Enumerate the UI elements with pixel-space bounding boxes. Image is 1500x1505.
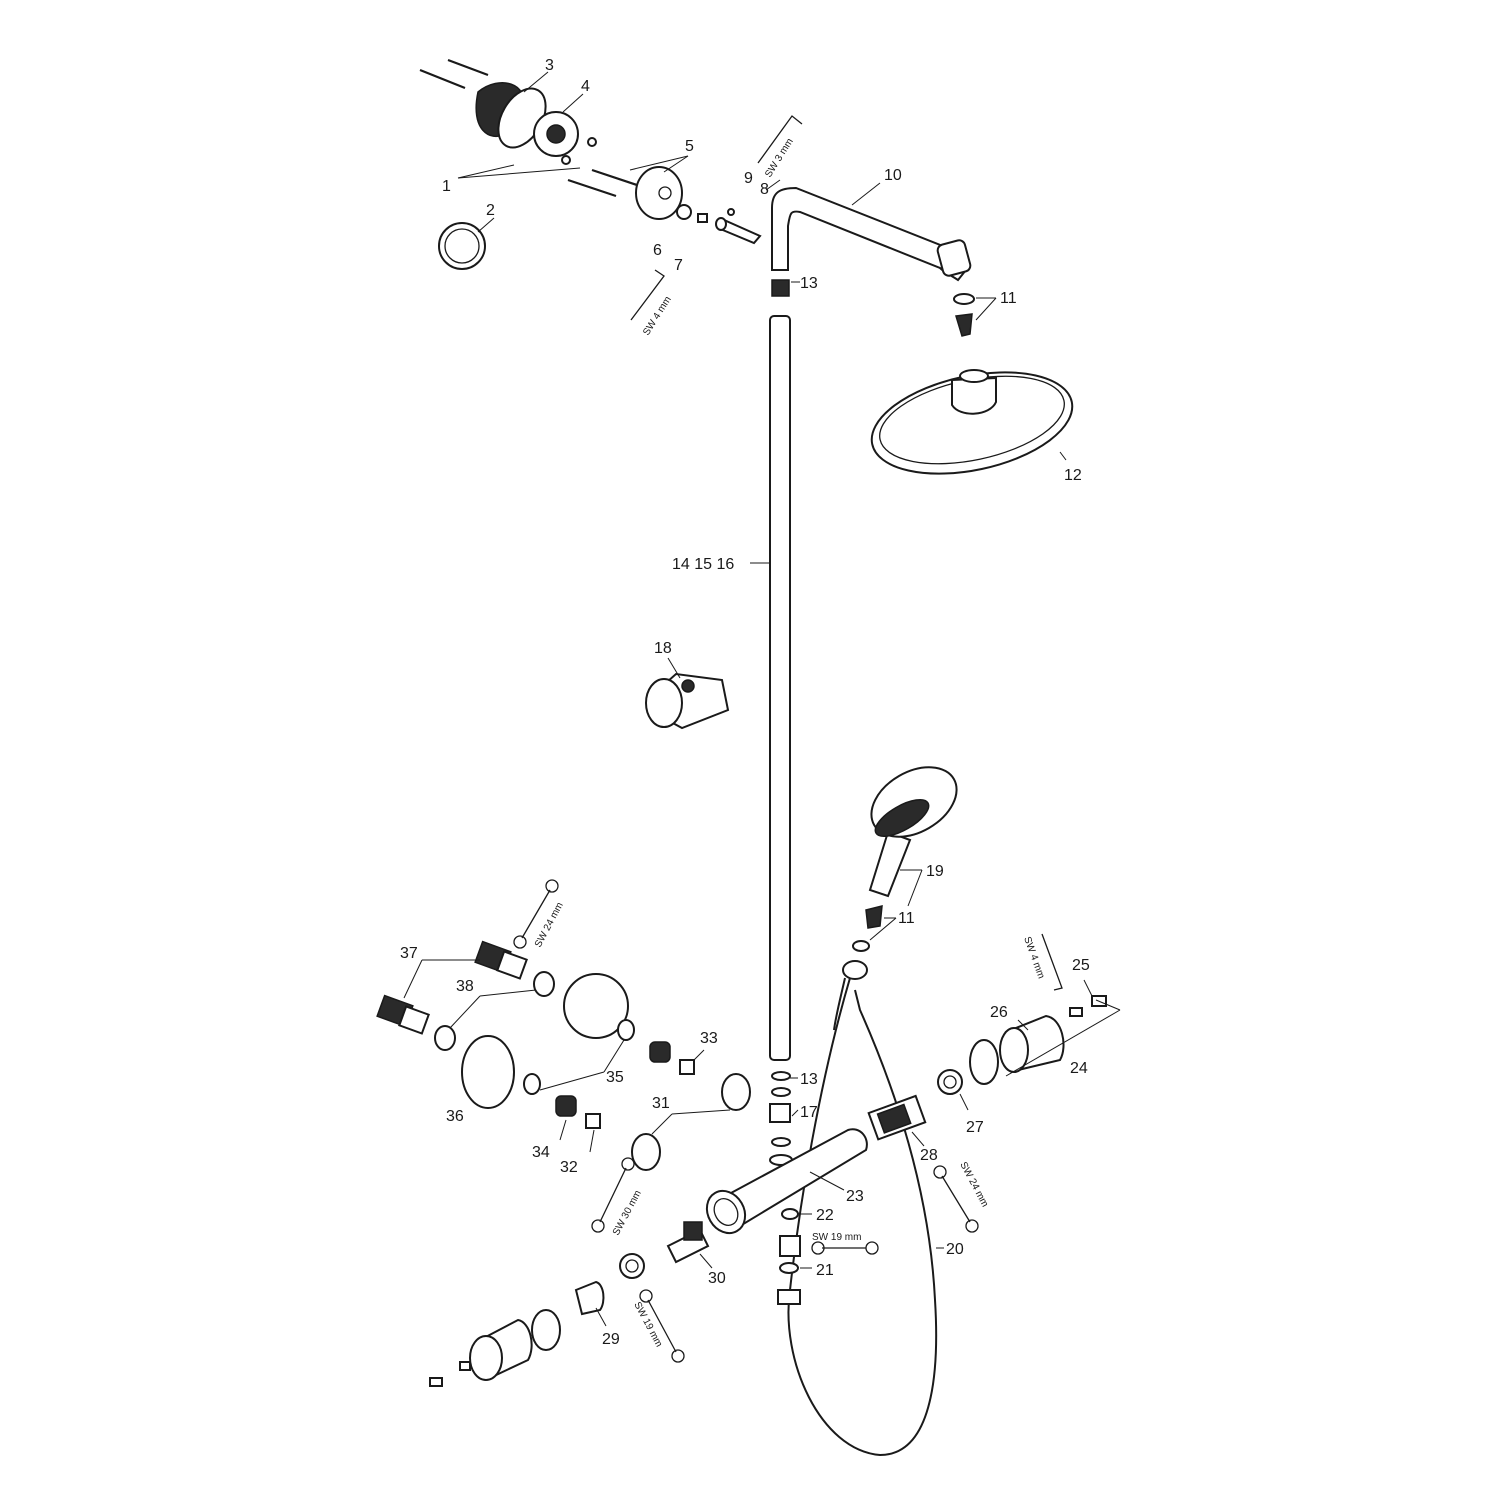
connector-11-hand [852, 905, 883, 952]
wrench-sw24-left [513, 879, 559, 949]
stop-valve-30 [666, 1221, 710, 1264]
riser-pipe-14-15-16 [769, 315, 791, 1061]
callout-29: 29 [602, 1331, 620, 1348]
callout-12: 12 [1064, 467, 1082, 484]
wall-mount-screws [419, 58, 641, 198]
union-nut-31 [631, 1073, 751, 1171]
handle-29 [429, 1280, 605, 1387]
callout-13-bottom: 13 [800, 1071, 818, 1088]
callout-2: 2 [486, 202, 495, 219]
overhead-shower-12 [870, 369, 1074, 475]
callout-38: 38 [456, 978, 474, 995]
callout-11-hand: 11 [898, 910, 915, 927]
callout-36: 36 [446, 1108, 464, 1125]
callout-7: 7 [674, 257, 683, 274]
callout-9: 9 [744, 170, 753, 187]
callout-31: 31 [652, 1095, 670, 1112]
callout-26: 26 [990, 1004, 1008, 1021]
thermostat-body-23 [705, 1128, 868, 1235]
shower-hose-20 [787, 960, 938, 1457]
hand-shower-19 [868, 766, 958, 898]
washer-35 [523, 1019, 635, 1095]
nut-27 [937, 1069, 963, 1095]
callout-17: 17 [800, 1104, 818, 1121]
o-ring-22 [781, 1208, 799, 1220]
tool-label-sw4-top: SW 4 mm [641, 295, 674, 338]
connector-11-top [953, 293, 975, 337]
callout-13-top: 13 [800, 275, 818, 292]
callout-18: 18 [654, 640, 672, 657]
adapter-38 [434, 971, 555, 1051]
callout-5: 5 [685, 138, 694, 155]
callout-24: 24 [1070, 1060, 1088, 1077]
callout-30: 30 [708, 1270, 726, 1287]
tool-label-sw24-right: SW 24 mm [957, 1160, 990, 1209]
nipple-21 [777, 1235, 801, 1305]
callout-1: 1 [442, 178, 451, 195]
callout-28: 28 [920, 1147, 938, 1164]
screw-25 [1069, 995, 1107, 1017]
callout-25: 25 [1072, 957, 1090, 974]
eccentric-37 [376, 940, 528, 1035]
tool-label-sw4-right: SW 4 mm [1021, 935, 1046, 980]
tool-label-sw19-mid: SW 19 mm [812, 1232, 861, 1243]
callout-33: 33 [700, 1030, 718, 1047]
wrench-sw30 [591, 1157, 635, 1233]
callout-4: 4 [581, 78, 590, 95]
arm-bracket-8 [715, 208, 762, 245]
rosette-36 [461, 973, 629, 1109]
callout-14-15-16: 14 15 16 [672, 556, 734, 573]
nut-29 [619, 1253, 645, 1279]
callout-35: 35 [606, 1069, 624, 1086]
callout-10: 10 [884, 167, 902, 184]
callout-6: 6 [653, 242, 662, 259]
callout-27: 27 [966, 1119, 984, 1136]
callout-19: 19 [926, 863, 944, 880]
wrench-sw24-right [933, 1165, 979, 1233]
hex-key-sw4-right [1041, 933, 1063, 991]
wall-bracket-4 [533, 111, 597, 165]
tool-label-sw3: SW 3 mm [763, 137, 796, 180]
check-valve-33-34 [555, 1041, 695, 1129]
callout-34: 34 [532, 1144, 550, 1161]
tool-label-sw19-bottom: SW 19 mm [631, 1300, 664, 1349]
hex-key-sw4-top [630, 269, 665, 321]
seal-13-top [771, 279, 790, 297]
cartridge-28 [867, 1094, 927, 1141]
wall-flange-5 [635, 166, 708, 223]
slider-18 [645, 672, 730, 730]
callout-3: 3 [545, 57, 554, 74]
callout-37: 37 [400, 945, 418, 962]
callout-11-top: 11 [1000, 290, 1017, 307]
tool-label-sw24-left: SW 24 mm [533, 901, 566, 950]
wrench-sw19-mid [811, 1241, 879, 1255]
callout-20: 20 [946, 1241, 964, 1258]
shower-arm-10 [771, 186, 972, 282]
callout-22: 22 [816, 1207, 834, 1224]
callout-21: 21 [816, 1262, 834, 1279]
hex-key-sw3 [757, 115, 803, 164]
callout-8: 8 [760, 181, 769, 198]
tool-label-sw30: SW 30 mm [611, 1189, 644, 1238]
seals-13-17 [769, 1071, 793, 1166]
callout-23: 23 [846, 1188, 864, 1205]
handle-24-26 [969, 1014, 1065, 1085]
wrench-sw19-bottom [639, 1289, 685, 1363]
callout-32: 32 [560, 1159, 578, 1176]
cover-rosette-2 [438, 222, 486, 270]
